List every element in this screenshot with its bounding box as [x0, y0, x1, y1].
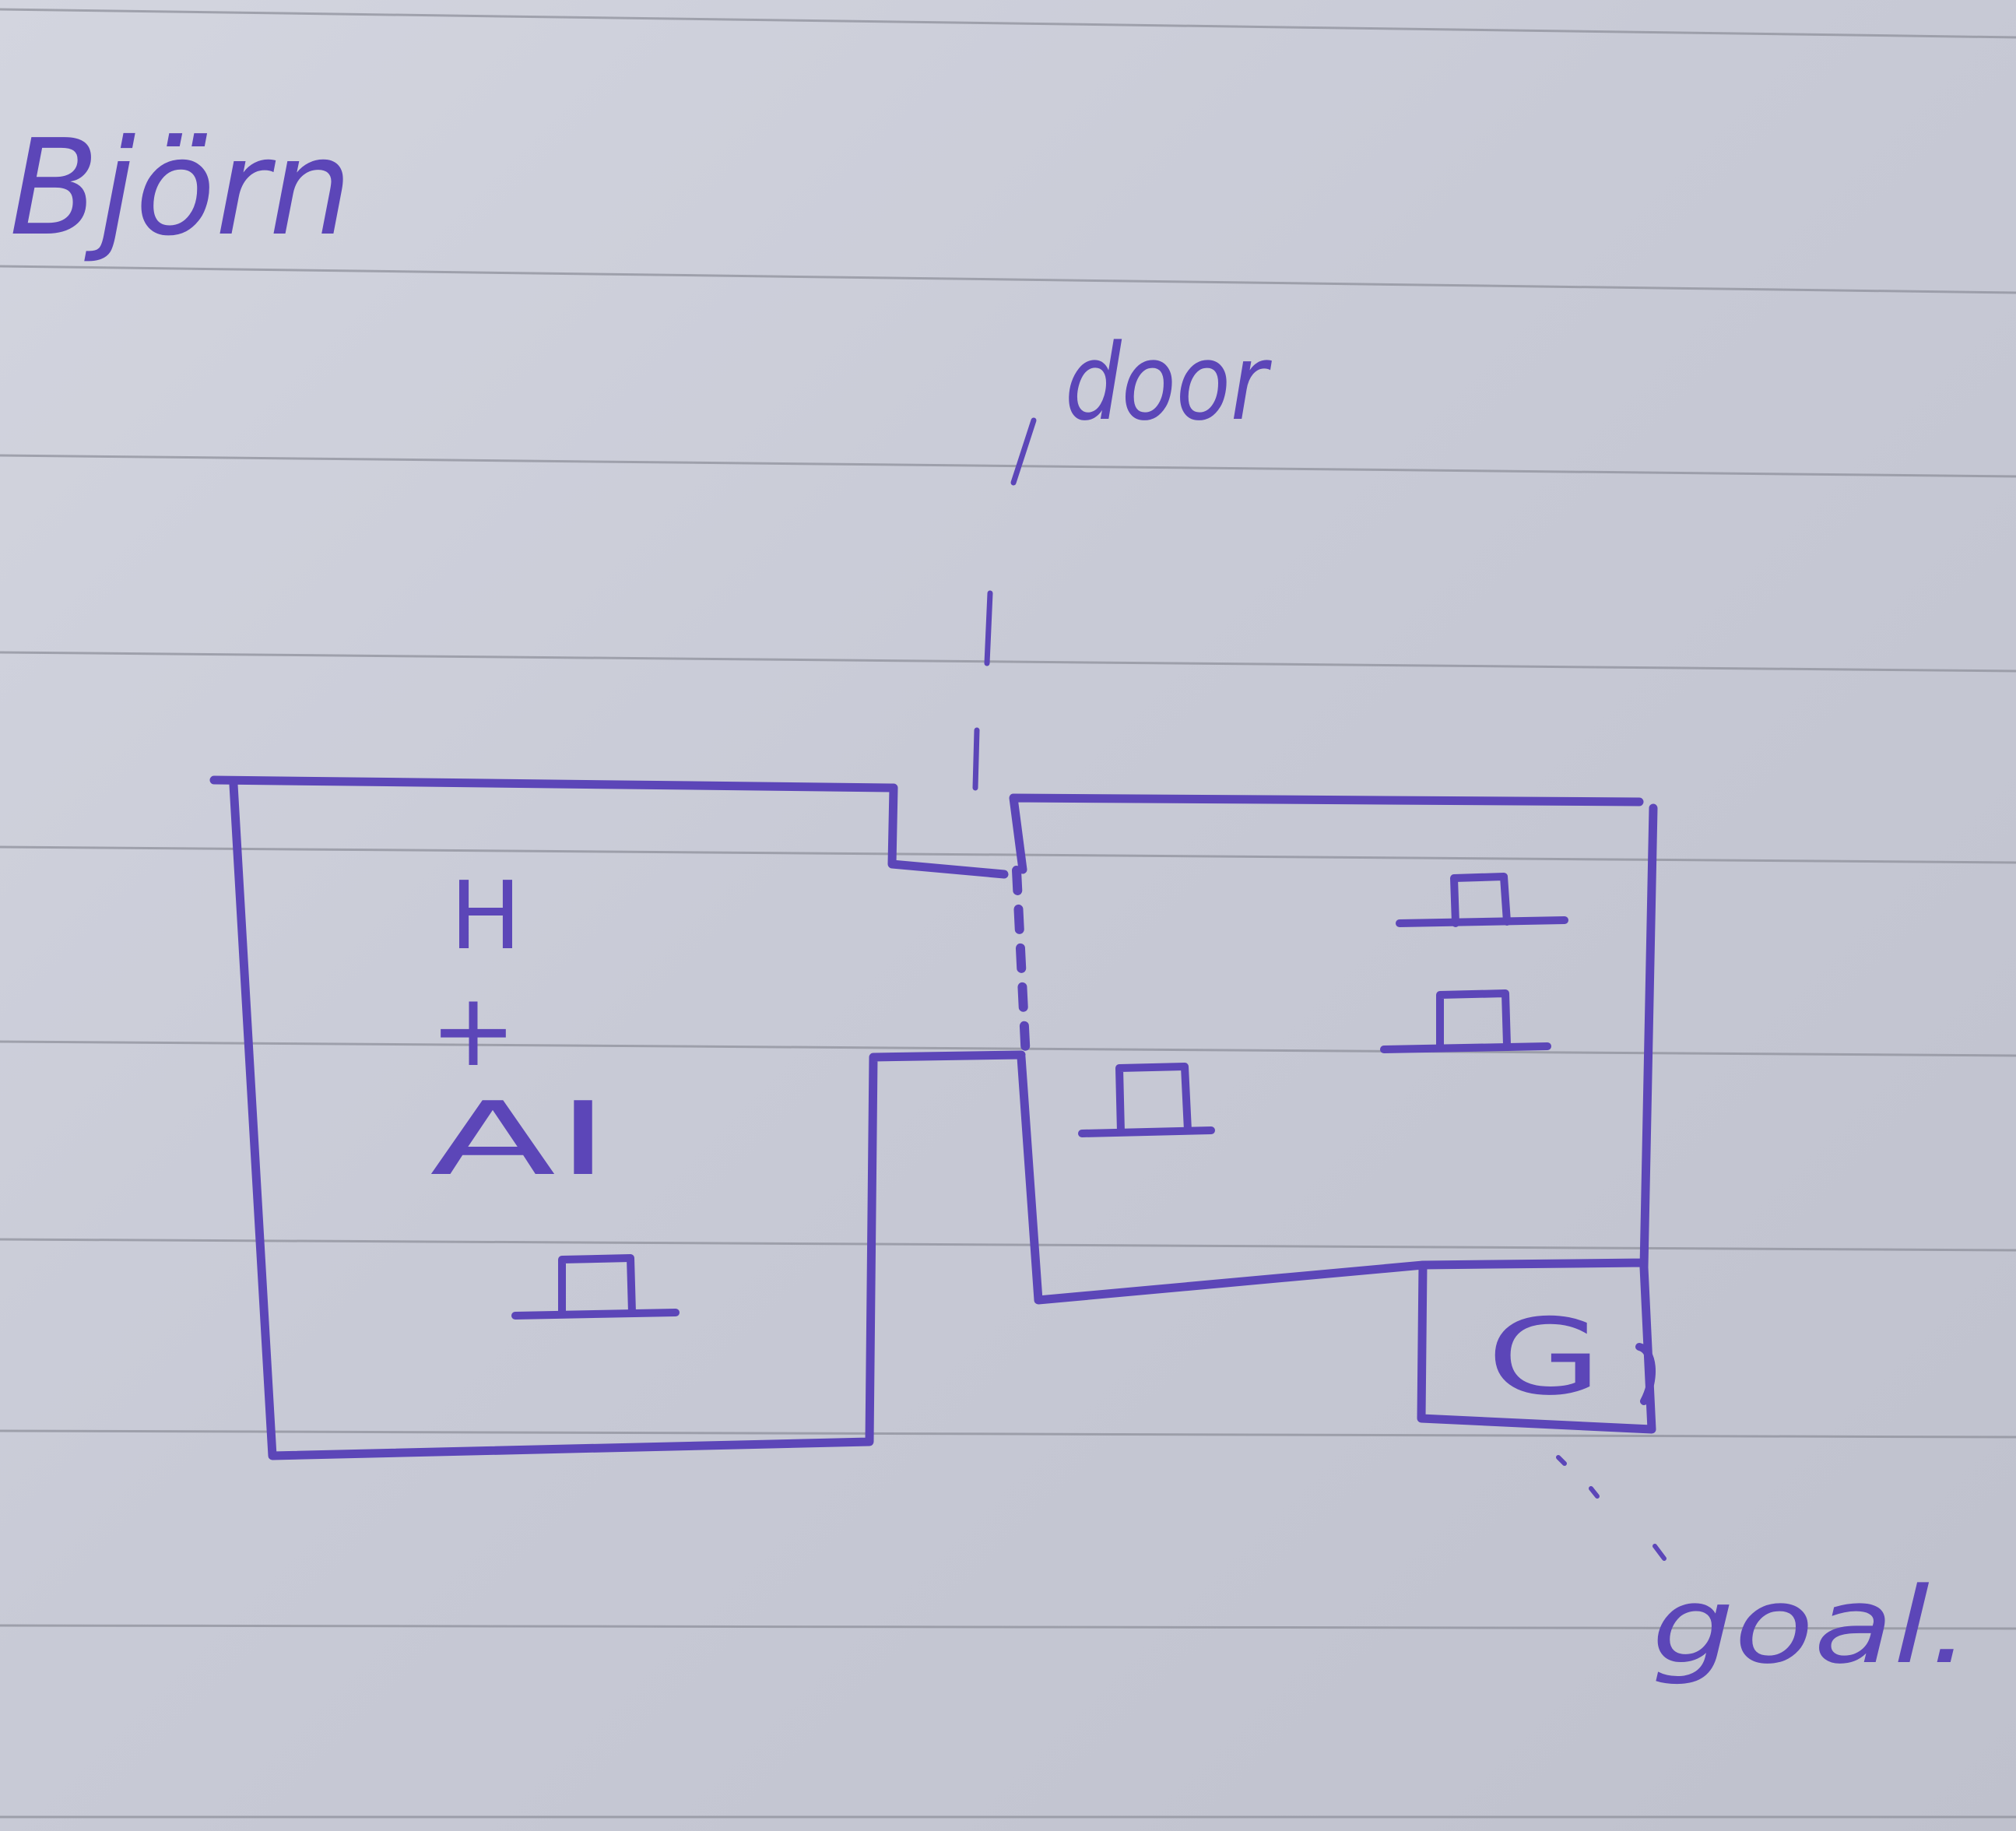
goal-label: goal. [1652, 1565, 1971, 1687]
ruled-line [0, 651, 2016, 673]
goal-pointer [1556, 1455, 1667, 1561]
left-room-wall [209, 775, 1026, 1460]
door-label: door [1065, 322, 1272, 444]
obstacle-icon [1396, 873, 1568, 927]
obstacle-icon [1078, 1063, 1215, 1137]
door-pointer [972, 417, 1037, 791]
goal-marker: G [1487, 1296, 1602, 1418]
doorway [1012, 866, 1031, 1063]
goal-cell-exit-mark [1635, 1343, 1656, 1405]
right-room-wall [1009, 793, 1658, 1305]
ruled-line [0, 265, 2016, 294]
obstacle-icon [511, 1254, 680, 1320]
ruled-line [0, 8, 2016, 39]
obstacle-icon [1380, 989, 1551, 1053]
ai-marker: AI [430, 1080, 610, 1198]
plus-marker: + [430, 971, 517, 1089]
ruled-line [0, 454, 2016, 478]
ruled-lines [0, 8, 2016, 1819]
ruled-line [0, 1040, 2016, 1057]
ruled-line [0, 1624, 2016, 1630]
ruled-line [0, 845, 2016, 864]
human-marker: H [450, 863, 522, 971]
ruled-line [0, 1429, 2016, 1439]
author-name: Björn [9, 111, 352, 265]
ruled-line [0, 1238, 2016, 1252]
